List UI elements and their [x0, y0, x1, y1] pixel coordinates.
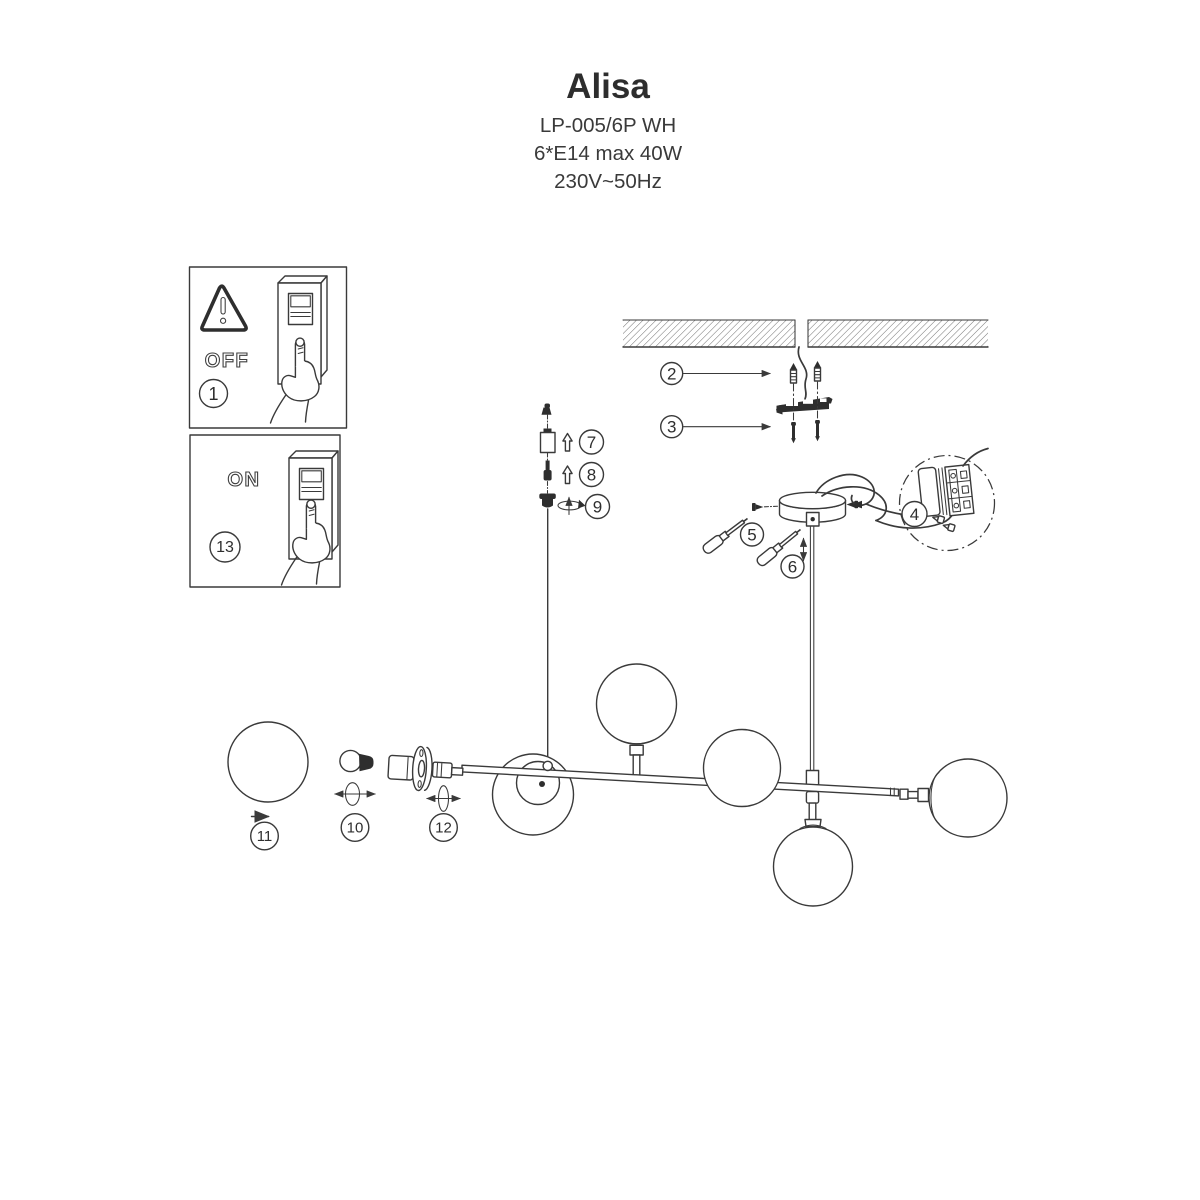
bottom-sphere-assembly: [772, 790, 854, 907]
callout-10-number: 10: [347, 820, 364, 837]
mounting-bracket: [776, 397, 833, 415]
glass-sphere: [772, 826, 854, 907]
mounting-screw-icon: [815, 420, 820, 442]
socket-assembly: [387, 745, 464, 792]
canopy-top: [778, 491, 847, 510]
cord-grip-barrel-icon: [539, 428, 556, 461]
callout-12-number: 12: [435, 820, 452, 837]
callout-5: 5: [739, 522, 765, 547]
callout-10: 10: [340, 813, 370, 843]
cord-grip-cap-icon: [539, 493, 556, 508]
callout-11-number: 11: [257, 828, 273, 845]
callout-5-number: 5: [747, 526, 756, 545]
callout-3-number: 3: [667, 418, 676, 437]
alignment-axis: [792, 381, 819, 421]
ceiling-hatch-right: [808, 320, 988, 347]
lock-screw: [810, 517, 815, 522]
rotate-cap-symbol: [557, 496, 586, 516]
callout-1: 1: [198, 378, 229, 409]
product-title: Alisa: [566, 67, 650, 106]
callout-8-number: 8: [587, 466, 596, 485]
cord-attachment-knob: [542, 760, 554, 772]
product-voltage: 230V~50Hz: [554, 170, 662, 193]
callout-6-number: 6: [788, 558, 797, 577]
mounting-screw-icon: [791, 422, 796, 444]
title-block: Alisa LP-005/6P WH 6*E14 max 40W 230V~50…: [534, 67, 683, 193]
terminal-wire: [962, 447, 989, 467]
glass-sphere: [491, 753, 575, 836]
callout-3: 3: [660, 415, 684, 439]
on-label: ON: [228, 469, 261, 491]
glass-sphere: [595, 663, 678, 777]
mains-cable: [797, 346, 808, 400]
canopy-assembly: [752, 491, 859, 785]
canopy-side-screw-icon: [752, 503, 780, 511]
callout-12: 12: [429, 813, 459, 843]
callout-4-number: 4: [910, 505, 919, 524]
bulb-icon: [339, 749, 374, 773]
cord-grip-parts: 7 8 9: [539, 403, 611, 764]
callout-11: 11: [249, 821, 279, 851]
product-bulb-spec: 6*E14 max 40W: [534, 142, 683, 165]
callout-7: 7: [578, 429, 605, 455]
callout-13-number: 13: [216, 539, 234, 556]
cord-stopper-icon: [541, 403, 552, 429]
wall-anchor-icon: [813, 360, 822, 382]
callout-13: 13: [209, 531, 241, 563]
rod-collar: [805, 769, 820, 786]
mounting-hardware: 2 3: [660, 360, 833, 444]
insert-up-arrow: [562, 465, 573, 485]
power-on-step-box: ON 13: [189, 434, 341, 588]
insert-up-arrow: [562, 432, 573, 452]
suspension-rod: [809, 525, 815, 785]
callout-2-number: 2: [667, 365, 676, 384]
warning-triangle-icon: [200, 284, 248, 332]
end-sphere-assembly: [899, 758, 1008, 838]
callout-1-number: 1: [208, 384, 218, 404]
rotate-socket-symbol: [425, 785, 462, 812]
off-label: OFF: [205, 350, 250, 372]
terminal-screw-icon: [941, 521, 956, 533]
wire-direction-arrow: [851, 500, 862, 509]
product-model: LP-005/6P WH: [540, 114, 676, 137]
callout-7-number: 7: [587, 433, 596, 452]
callout-9-number: 9: [593, 498, 602, 517]
ceiling-hatch-left: [623, 320, 795, 347]
terminal-block-icon: [917, 463, 975, 518]
wall-anchor-icon: [789, 362, 798, 384]
glass-sphere: [702, 728, 782, 808]
ceiling-section: [622, 319, 989, 400]
callout-9: 9: [584, 493, 611, 520]
fixture-body: 12 10 11: [227, 663, 1008, 907]
glass-sphere: [928, 758, 1008, 838]
cord-grip-pin-icon: [543, 460, 552, 494]
power-off-step-box: OFF 1: [188, 266, 348, 429]
glass-sphere: [227, 721, 309, 803]
tool-steps: 5 6: [700, 513, 808, 579]
callout-6: 6: [780, 554, 805, 579]
terminal-detail-circle: 4: [898, 447, 996, 552]
detail-circle-outline: [898, 454, 996, 552]
callout-2: 2: [660, 361, 684, 386]
rotate-bulb-symbol: [333, 782, 377, 806]
callout-8: 8: [578, 461, 605, 488]
callout-4: 4: [901, 500, 928, 528]
